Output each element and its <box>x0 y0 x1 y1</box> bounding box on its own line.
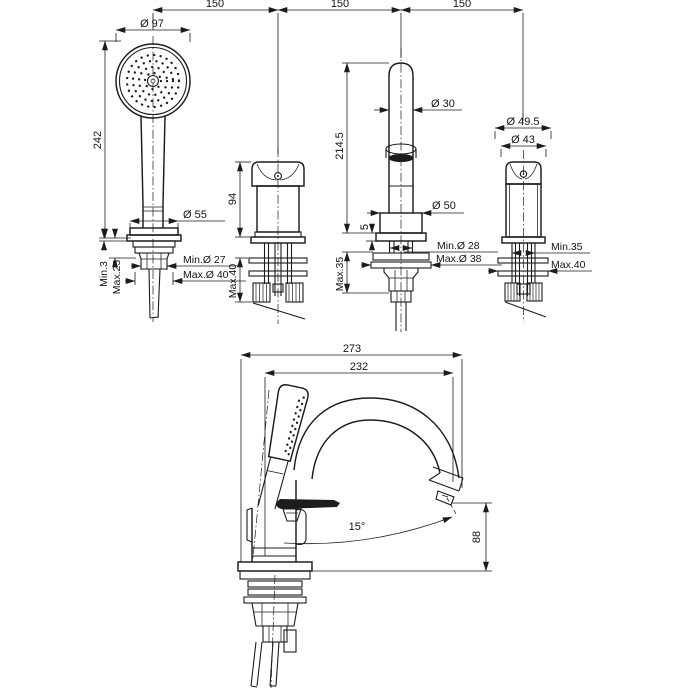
dim-150-2: 150 <box>331 0 349 10</box>
dim-shower-height: 242 <box>92 131 104 149</box>
dim-diverter-height: 94 <box>227 193 239 205</box>
mixer-base <box>497 243 549 318</box>
top-spacing-dimensions: 150 150 150 <box>152 0 524 154</box>
dim-handle-top-dia: Ø 43 <box>511 134 535 146</box>
dim-spout-dia: Ø 30 <box>431 98 455 110</box>
dim-spout-max-deck: Max.35 <box>334 257 346 292</box>
diverter-base <box>248 243 308 320</box>
dim-head-diameter: Ø 97 <box>140 18 164 30</box>
side-view: 273 232 <box>237 343 492 689</box>
dim-150-1: 150 <box>206 0 224 10</box>
mixer-body <box>501 183 546 244</box>
dim-shower-max-deck: Max.25 <box>111 260 123 295</box>
dim-handle-max-deck: Max.40 <box>551 259 586 271</box>
mixer-handle-top <box>505 161 542 185</box>
dim-shower-min-deck: Min.3 <box>98 261 110 287</box>
dim-overall-width: 273 <box>343 343 361 355</box>
dim-spout-plate-gap: 5 <box>359 224 371 230</box>
aerator-tip <box>435 490 455 506</box>
dim-shower-min-hole: Min.Ø 27 <box>183 254 226 266</box>
deck-escutcheon <box>237 561 313 572</box>
spout-front-view: Ø 30 Ø 50 Min.Ø 28 <box>334 48 502 332</box>
dim-spout-height: 214.5 <box>334 132 346 160</box>
handshower-side <box>257 384 309 510</box>
dim-spout-reach: 232 <box>350 361 368 373</box>
dim-handle-min-deck: Min.35 <box>551 241 583 253</box>
dim-shower-max-hole: Max.Ø 40 <box>183 269 229 281</box>
dim-lever-angle: 15° <box>349 521 366 533</box>
dim-spout-max-hole: Max.Ø 38 <box>436 253 482 265</box>
diverter-body <box>250 185 306 244</box>
under-deck-assembly <box>239 570 311 689</box>
handle-front-view: Ø 49.5 Ø 43 <box>488 116 592 322</box>
spout-arc-side <box>293 397 464 506</box>
diverter-front-view: 94 Max.40 <box>227 148 308 324</box>
lever-side <box>276 499 340 522</box>
handshower-front-view: Ø 97 <box>92 18 246 322</box>
diverter-handle-top <box>251 161 305 187</box>
dim-spout-base-dia: Ø 50 <box>432 200 456 212</box>
spout-column <box>385 62 417 213</box>
dim-diverter-max-deck: Max.40 <box>227 264 239 299</box>
dim-spout-min-hole: Min.Ø 28 <box>437 240 480 252</box>
dim-handle-outer-dia: Ø 49.5 <box>506 116 539 128</box>
dim-150-3: 150 <box>453 0 471 10</box>
angle-arc <box>283 516 453 545</box>
dim-spout-height-above-deck: 88 <box>471 531 483 543</box>
shower-head <box>115 43 191 119</box>
dim-shower-escutcheon-dia: Ø 55 <box>183 209 207 221</box>
